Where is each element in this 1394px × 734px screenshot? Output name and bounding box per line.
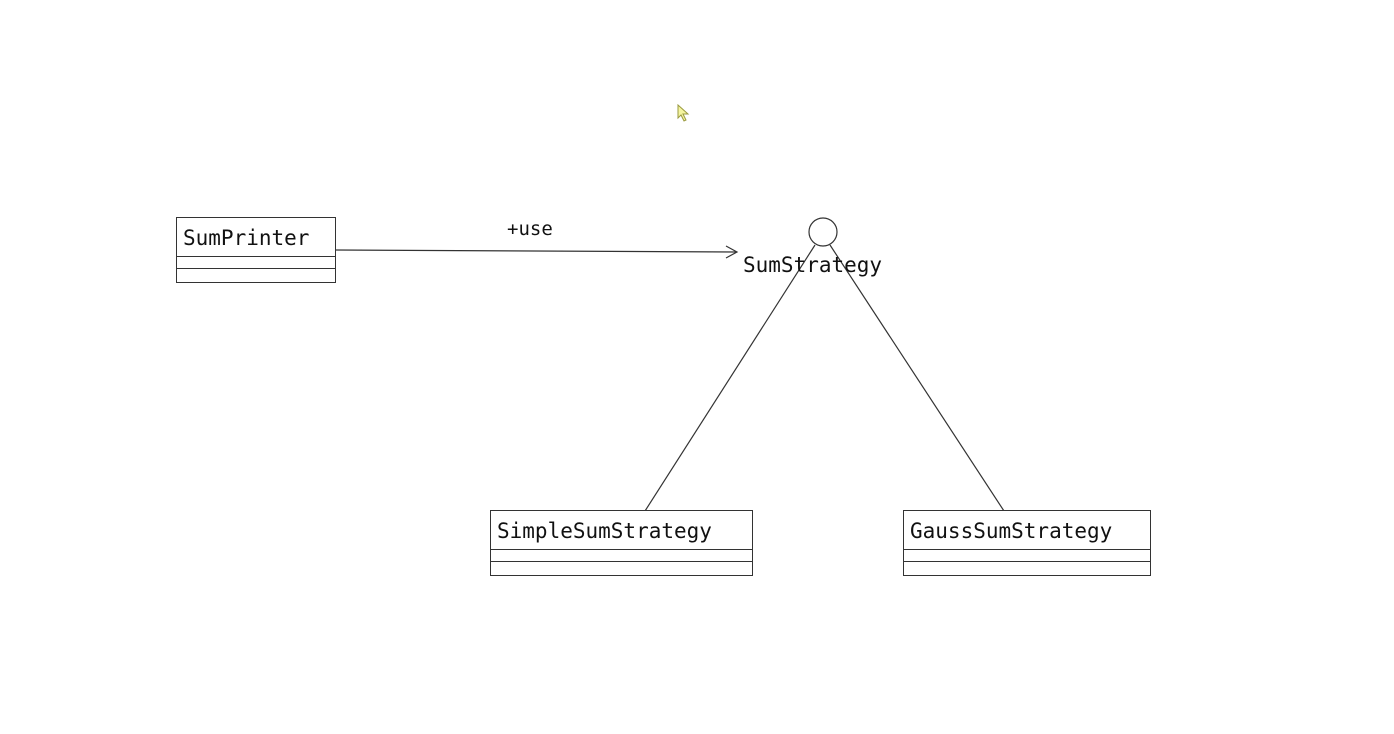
class-gauss-sum-strategy[interactable]: GaussSumStrategy xyxy=(903,510,1151,576)
association-arrowhead xyxy=(725,245,739,259)
attributes-compartment xyxy=(491,549,752,561)
operations-compartment xyxy=(904,561,1150,573)
class-simple-sum-strategy[interactable]: SimpleSumStrategy xyxy=(490,510,753,576)
interface-name[interactable]: SumStrategy xyxy=(743,253,883,277)
operations-compartment xyxy=(491,561,752,573)
realization-line-gauss xyxy=(829,244,1005,512)
attributes-compartment xyxy=(177,256,335,268)
association-label: +use xyxy=(507,218,553,240)
attributes-compartment xyxy=(904,549,1150,561)
class-sum-printer[interactable]: SumPrinter xyxy=(176,217,336,283)
mouse-pointer-icon xyxy=(677,104,690,122)
class-name: SimpleSumStrategy xyxy=(497,519,712,543)
class-name: SumPrinter xyxy=(183,226,310,250)
interface-circle xyxy=(808,217,838,247)
operations-compartment xyxy=(177,268,335,280)
class-name: GaussSumStrategy xyxy=(910,519,1113,543)
realization-line-simple xyxy=(644,244,816,512)
association-line xyxy=(335,249,737,253)
